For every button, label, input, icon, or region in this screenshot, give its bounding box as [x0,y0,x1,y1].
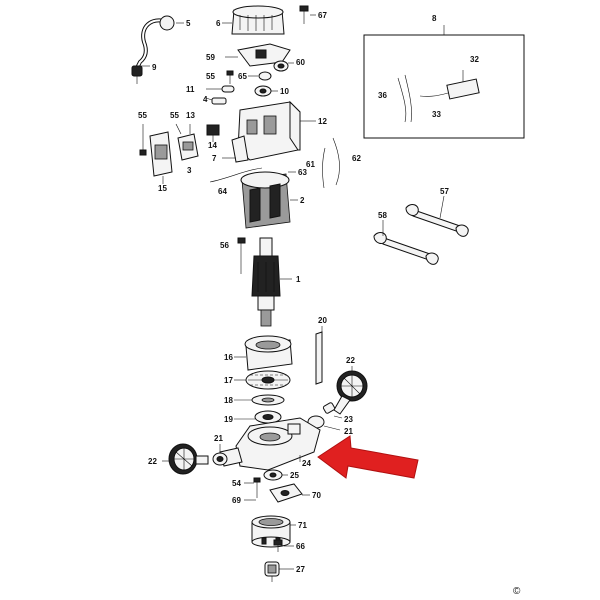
callout-6: 6 [216,19,221,28]
callout-22-right: 22 [346,356,355,365]
long-screw [237,237,246,274]
armature [251,237,292,327]
callout-10: 10 [280,87,289,96]
callout-4: 4 [203,95,208,104]
callout-24: 24 [302,459,311,468]
clamp-plate [269,483,310,503]
callout-21-right: 21 [344,427,353,436]
brush-spring [205,97,227,105]
small-bolt [273,539,294,552]
callout-65: 65 [238,72,247,81]
callout-36: 36 [378,91,387,100]
washer [258,71,272,81]
callout-57: 57 [440,187,449,196]
brush-holder-pin [221,85,235,93]
callout-19: 19 [224,415,233,424]
lock-rod [315,326,323,385]
grommet [159,15,175,31]
nut-hole [269,472,277,478]
callout-55-left: 55 [138,111,147,120]
callout-15: 15 [158,184,167,193]
callout-18: 18 [224,396,233,405]
callout-5: 5 [186,19,191,28]
switch-box [139,124,173,184]
callout-1: 1 [296,275,301,284]
callout-61: 61 [306,160,315,169]
callout-13: 13 [186,111,195,120]
callout-55-mid: 55 [170,111,179,120]
field-coil [209,167,298,229]
flat-washer-hole [261,397,275,403]
callout-58: 58 [378,211,387,220]
threaded-stud [322,402,343,419]
callout-17: 17 [224,376,233,385]
callout-16: 16 [224,353,233,362]
callout-7: 7 [212,154,217,163]
mount-plate [225,43,291,67]
bearing-housing [234,335,293,371]
callout-11: 11 [186,85,195,94]
knob-left [162,443,209,475]
wire-lead-2 [332,137,340,186]
screw [299,5,316,24]
knob-right [333,366,368,415]
callout-55-top: 55 [206,72,215,81]
motor-housing [231,100,316,163]
callout-33: 33 [432,110,441,119]
callout-70: 70 [312,491,321,500]
callout-64: 64 [218,187,227,196]
power-cable [131,18,169,84]
collar-left-hole [216,456,224,462]
callout-66: 66 [296,542,305,551]
callout-63: 63 [298,168,307,177]
callout-62: 62 [352,154,361,163]
callout-22-left: 22 [148,457,157,466]
wrench-57 [405,195,469,237]
callout-2: 2 [300,196,305,205]
bearing-hole [277,63,285,69]
callout-69: 69 [232,496,241,505]
callout-54: 54 [232,479,241,488]
callout-25: 25 [290,471,299,480]
callout-14: 14 [208,141,217,150]
ball-bearing-hole [262,414,274,420]
brush-inset-box [363,25,525,139]
capacitor-clip [206,124,220,136]
callout-21-left: 21 [214,434,223,443]
callout-56: 56 [220,241,229,250]
collet-nut [264,561,294,582]
gear [234,370,291,390]
callout-12: 12 [318,117,327,126]
highlight-arrow [317,435,419,479]
callout-9: 9 [152,63,157,72]
callout-8: 8 [432,14,437,23]
wrench-58 [373,220,439,265]
callout-27: 27 [296,565,305,574]
switch [175,123,199,161]
callout-60: 60 [296,58,305,67]
copyright-mark: © [513,586,521,597]
callout-23: 23 [344,415,353,424]
bearing-ring-hole [259,88,267,94]
callout-32: 32 [470,55,479,64]
top-cap [222,5,285,35]
screw-54 [244,477,261,501]
callout-67: 67 [318,11,327,20]
callout-59: 59 [206,53,215,62]
wire-lead [322,147,326,189]
small-screw [226,70,234,84]
callout-3: 3 [187,166,192,175]
callout-20: 20 [318,316,327,325]
callout-71: 71 [298,521,307,530]
